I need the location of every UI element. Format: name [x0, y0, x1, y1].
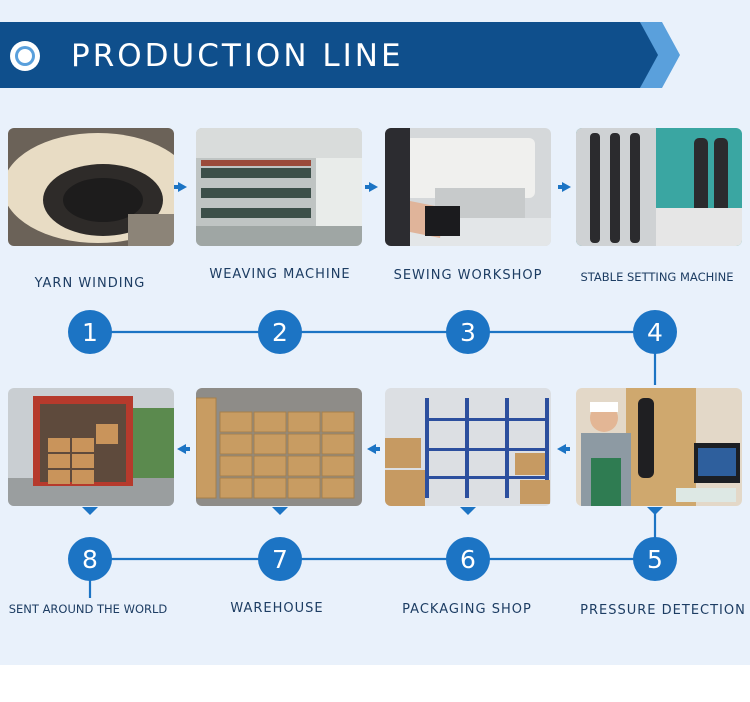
step-8-badge: 8	[68, 537, 112, 581]
step-2-badge: 2	[258, 310, 302, 354]
step-1-badge: 1	[68, 310, 112, 354]
step-7-label: WAREHOUSE	[230, 601, 324, 616]
step-7-badge: 7	[258, 537, 302, 581]
step-4-label: STABLE SETTING MACHINE	[580, 270, 734, 284]
step-8-label: SENT AROUND THE WORLD	[8, 602, 168, 616]
step-4-badge: 4	[633, 310, 677, 354]
arrow-left-icon	[177, 444, 186, 454]
step-2-label: WEAVING MACHINE	[209, 267, 351, 282]
photo-warehouse	[196, 388, 362, 506]
step-6-label: PACKAGING SHOP	[402, 602, 532, 617]
step-1-label: YARN WINDING	[34, 276, 146, 291]
step-5-label: PRESSURE DETECTION	[580, 603, 746, 618]
photo-weaving-machine	[196, 128, 362, 246]
step-3-label: SEWING WORKSHOP	[393, 268, 543, 283]
page-title: PRODUCTION LINE	[71, 38, 404, 74]
photo-pressure-detection	[576, 388, 742, 506]
arrow-left-icon	[367, 444, 376, 454]
photo-packaging-shop	[385, 388, 551, 506]
photo-stable-setting-machine	[576, 128, 742, 246]
arrow-right-icon	[178, 182, 187, 192]
step-6-badge: 6	[446, 537, 490, 581]
arrow-left-icon	[557, 444, 566, 454]
step-3-badge: 3	[446, 310, 490, 354]
arrow-right-icon	[369, 182, 378, 192]
photo-sent-around-the-world	[8, 388, 174, 506]
photo-yarn-winding	[8, 128, 174, 246]
step-5-badge: 5	[633, 537, 677, 581]
title-banner	[0, 22, 680, 88]
photo-sewing-workshop	[385, 128, 551, 246]
arrow-right-icon	[562, 182, 571, 192]
